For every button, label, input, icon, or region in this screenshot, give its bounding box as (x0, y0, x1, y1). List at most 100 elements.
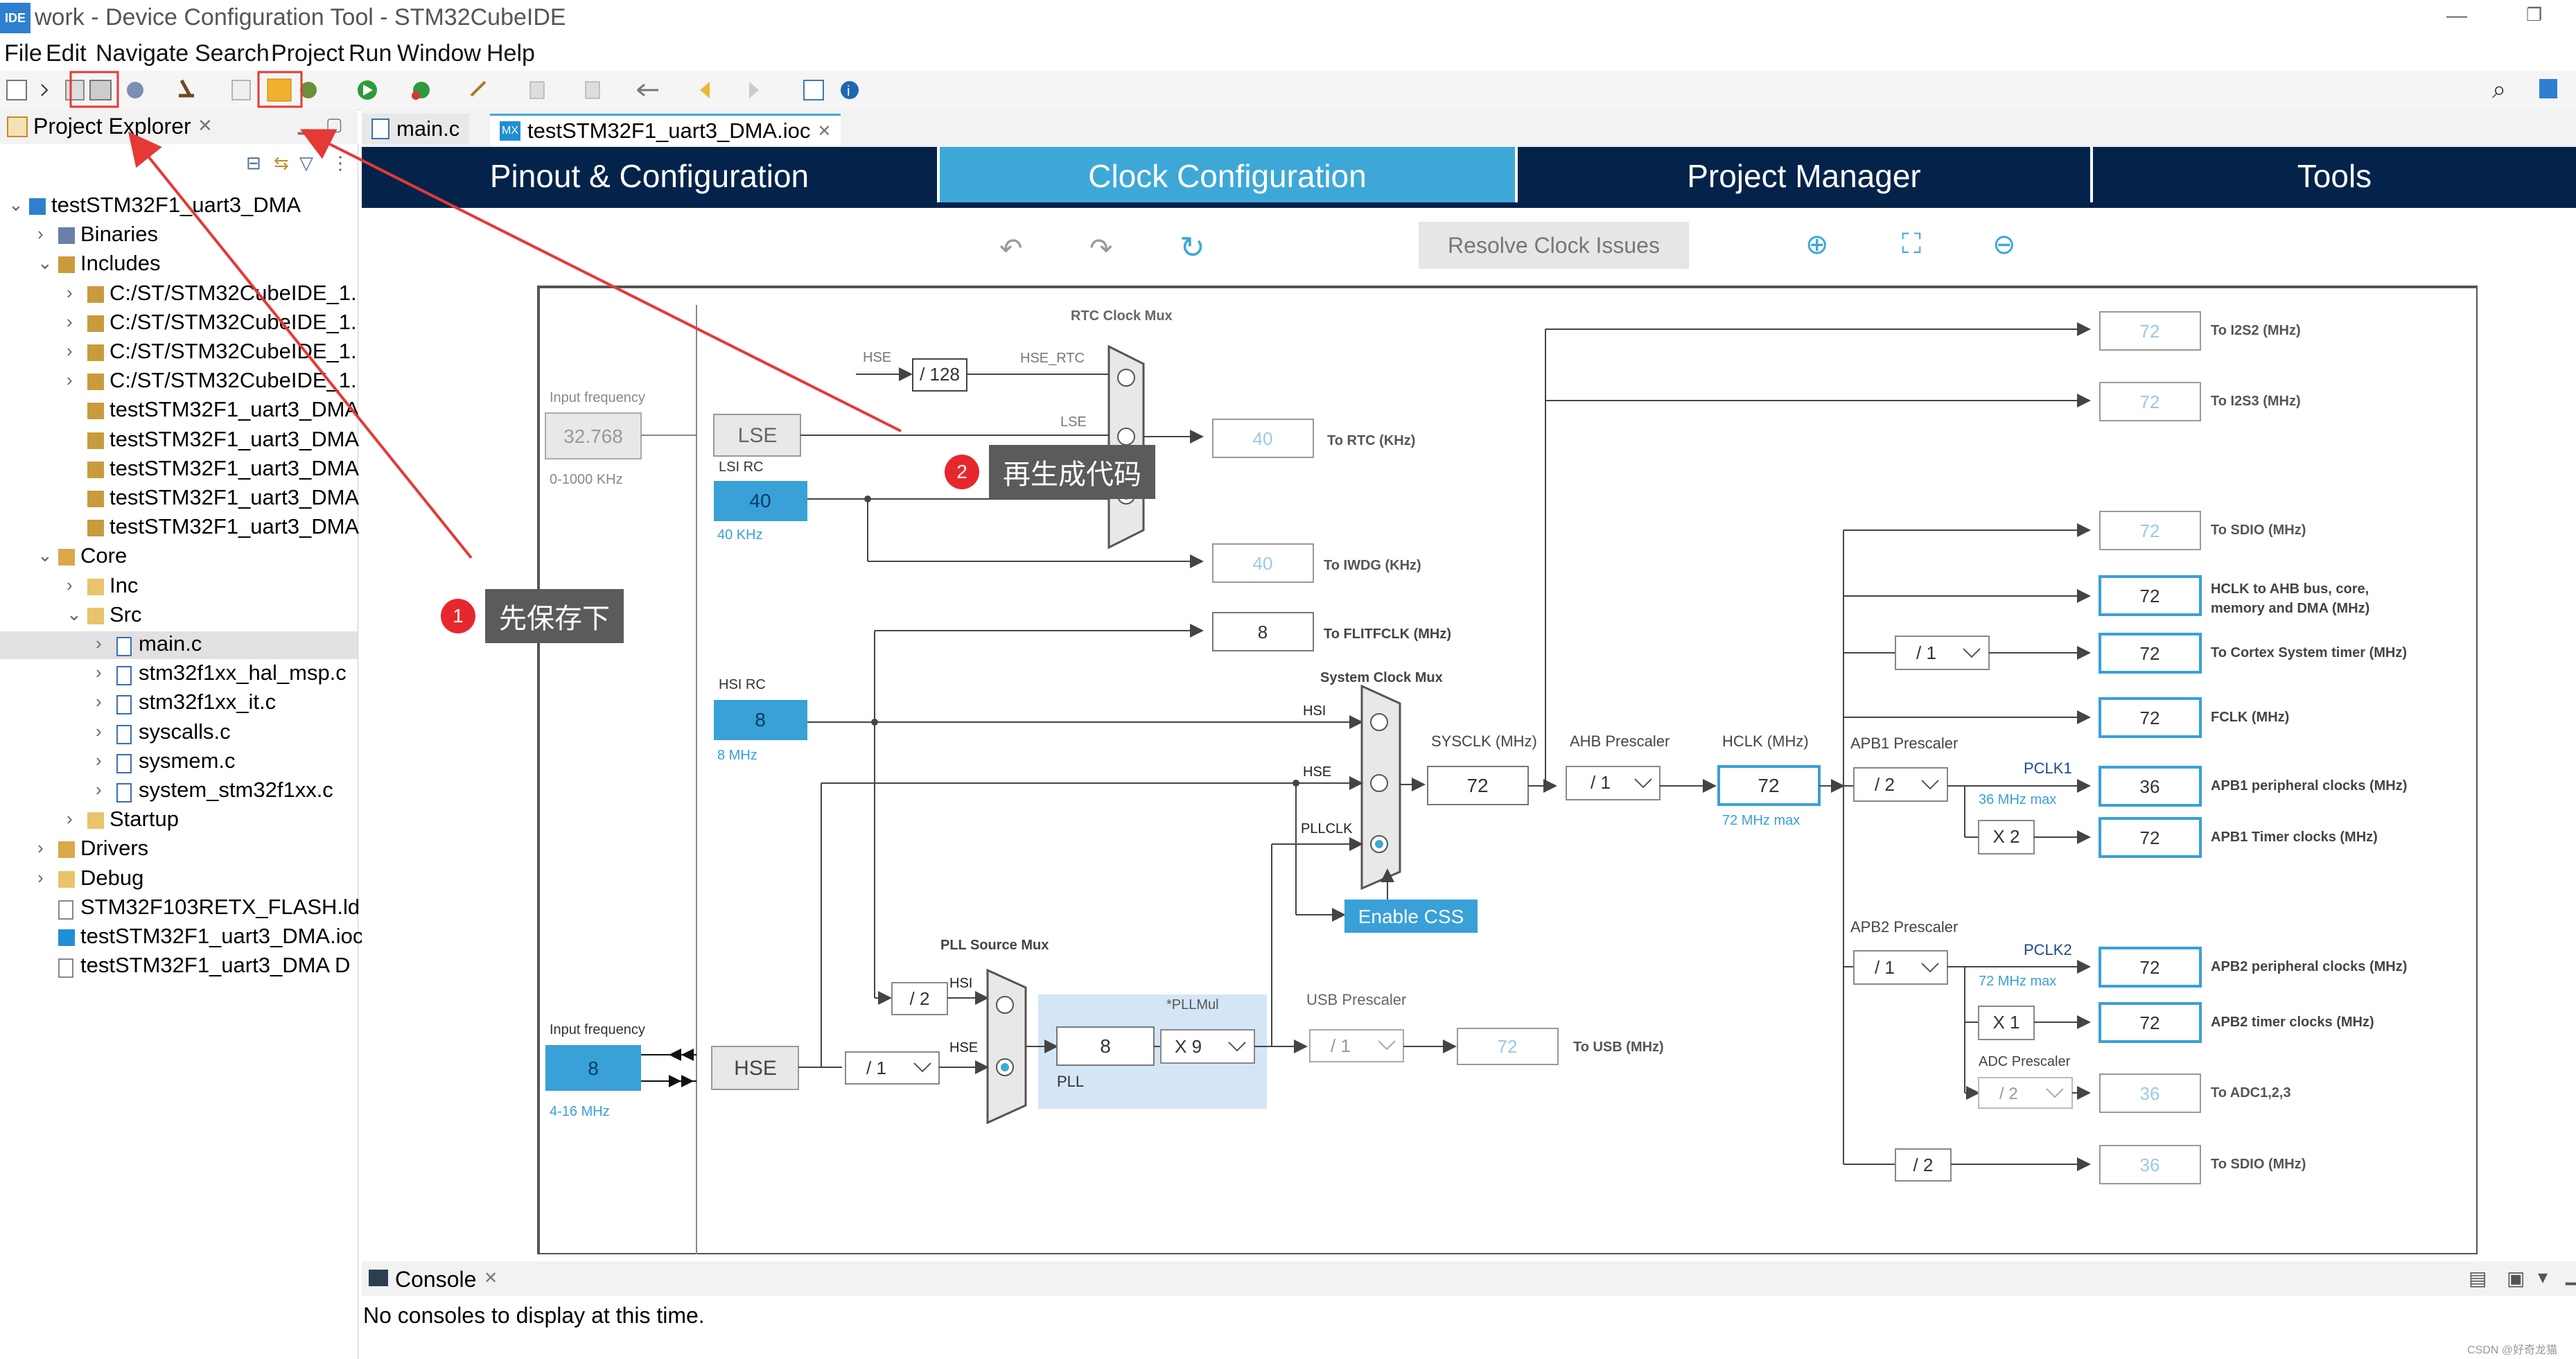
hse-freq-input[interactable] (545, 1045, 641, 1091)
chevron-right-icon[interactable]: › (37, 866, 44, 888)
tree-item[interactable]: ›C:/ST/STM32CubeIDE_1. (0, 368, 358, 396)
chevron-right-icon[interactable]: › (37, 837, 44, 859)
tree-item[interactable]: ›Inc (0, 573, 358, 601)
tree-item[interactable]: ›Binaries (0, 222, 358, 249)
chevron-right-icon[interactable]: › (96, 779, 102, 800)
chevron-down-icon[interactable]: ⌄ (37, 252, 53, 274)
chevron-down-icon[interactable]: ⌄ (67, 603, 82, 624)
chevron-right-icon[interactable]: › (67, 574, 73, 595)
nav-underline (362, 202, 2576, 208)
tree-item[interactable]: ›syscalls.c (0, 719, 358, 747)
menu-file[interactable]: File (4, 40, 42, 67)
menu-project[interactable]: Project (271, 40, 344, 67)
tree-item[interactable]: ›system_stm32f1xx.c (0, 778, 358, 805)
hclk-input[interactable] (1717, 765, 1821, 806)
tab-project-manager[interactable]: Project Manager (1687, 158, 1921, 194)
tree-item[interactable]: ⌄Src (0, 602, 358, 630)
pllmul-select[interactable] (1160, 1029, 1255, 1064)
open-console-icon[interactable]: ▤ (2469, 1268, 2487, 1289)
zoom-in-icon[interactable]: ⊕ (1805, 229, 1829, 260)
apb2-prescaler-select[interactable] (1853, 950, 1948, 985)
apb1-prescaler-select[interactable] (1853, 767, 1948, 802)
close-icon[interactable]: ✕ (484, 1269, 498, 1288)
close-icon[interactable]: ✕ (198, 115, 213, 136)
maximize-view-icon[interactable]: ▢ (326, 114, 343, 134)
resolve-clock-issues-button[interactable]: Resolve Clock Issues (1419, 222, 1689, 269)
tree-item[interactable]: testSTM32F1_uart3_DMA (0, 514, 359, 542)
tree-item[interactable]: ⌄testSTM32F1_uart3_DMA (0, 193, 358, 220)
tree-item[interactable]: ›Startup (0, 807, 358, 834)
chevron-right-icon[interactable]: › (67, 310, 73, 332)
chevron-right-icon[interactable]: › (96, 720, 102, 742)
view-menu-chevron-icon[interactable]: ▾ (2538, 1266, 2548, 1288)
menu-help[interactable]: Help (487, 40, 535, 67)
tree-item[interactable]: ›Drivers (0, 836, 358, 863)
tab-pinout-configuration[interactable]: Pinout & Configuration (489, 158, 809, 194)
tree-item[interactable]: ›Debug (0, 866, 358, 893)
minimize-view-icon[interactable]: ▁ (2566, 1264, 2576, 1285)
cortex-div-select[interactable] (1895, 635, 1990, 670)
menu-navigate[interactable]: Navigate (96, 40, 189, 67)
fit-screen-icon[interactable]: ⛶ (1902, 229, 1921, 259)
chevron-right-icon[interactable]: › (96, 691, 102, 712)
tree-item[interactable]: ›C:/ST/STM32CubeIDE_1. (0, 339, 358, 367)
tree-item[interactable]: ›sysmem.c (0, 748, 358, 776)
chevron-right-icon[interactable]: › (67, 808, 73, 830)
chevron-right-icon[interactable]: › (67, 340, 73, 361)
chevron-right-icon[interactable]: › (96, 662, 102, 683)
menu-run[interactable]: Run (349, 40, 392, 67)
chevron-right-icon[interactable]: › (96, 749, 102, 771)
menu-edit[interactable]: Edit (46, 40, 87, 67)
tree-item[interactable]: ›main.c (0, 631, 358, 659)
tree-item[interactable]: testSTM32F1_uart3_DMA.ioc (0, 924, 363, 952)
chevron-down-icon[interactable]: ⌄ (8, 194, 24, 215)
ahb-prescaler-select[interactable] (1566, 766, 1661, 800)
tree-item[interactable]: testSTM32F1_uart3_DMA (0, 427, 359, 455)
hclk-ahb-output-box (2099, 575, 2202, 616)
tree-item[interactable]: ⌄Core (0, 543, 358, 571)
menu-search[interactable]: Search (195, 40, 270, 67)
search-icon[interactable]: ⌕ (2492, 75, 2507, 103)
close-icon[interactable]: ✕ (817, 121, 832, 141)
usb-prescaler-select[interactable] (1309, 1029, 1404, 1062)
redo-icon[interactable]: ↷ (1089, 234, 1113, 264)
chevron-down-icon[interactable]: ⌄ (37, 545, 53, 566)
chevron-right-icon[interactable]: › (67, 369, 73, 391)
tree-item[interactable]: ›stm32f1xx_it.c (0, 690, 358, 717)
link-editor-icon[interactable]: ⇆ (274, 152, 289, 173)
tree-item[interactable]: testSTM32F1_uart3_DMA (0, 397, 359, 425)
editor-tab-ioc[interactable]: MX testSTM32F1_uart3_DMA.ioc ✕ (490, 114, 841, 146)
display-console-icon[interactable]: ▣ (2507, 1268, 2525, 1289)
tab-clock-configuration[interactable]: Clock Configuration (940, 147, 1515, 205)
tree-item[interactable]: testSTM32F1_uart3_DMA D (0, 953, 358, 981)
tree-item[interactable]: ›C:/ST/STM32CubeIDE_1. (0, 281, 358, 308)
view-menu-icon[interactable]: ⋮ (331, 152, 349, 173)
enable-css-button[interactable] (1344, 900, 1478, 933)
undo-icon[interactable]: ↶ (999, 234, 1023, 264)
zoom-out-icon[interactable]: ⊖ (1992, 229, 2016, 260)
editor-tab-main-c[interactable]: main.c (362, 114, 470, 144)
tab-project-explorer[interactable]: Project Explorer (33, 114, 191, 139)
tree-item[interactable]: ›C:/ST/STM32CubeIDE_1. (0, 310, 358, 337)
menu-window[interactable]: Window (397, 40, 481, 67)
minimize-view-icon[interactable]: ▁ (298, 114, 312, 134)
filter-icon[interactable]: ▽ (299, 152, 313, 173)
tree-item[interactable]: ›stm32f1xx_hal_msp.c (0, 660, 358, 688)
restore-icon[interactable]: ❐ (2526, 4, 2543, 25)
ide-project-icon (29, 198, 46, 215)
refresh-icon[interactable]: ↻ (1180, 231, 1205, 265)
iwdg-output-label: To IWDG (KHz) (1324, 558, 1421, 573)
tab-console[interactable]: Console (395, 1267, 477, 1292)
tree-item[interactable]: STM32F103RETX_FLASH.ld (0, 895, 360, 922)
tree-item[interactable]: ⌄Includes (0, 251, 358, 279)
tree-item[interactable]: testSTM32F1_uart3_DMA (0, 485, 359, 513)
minimize-icon[interactable]: — (2446, 4, 2467, 27)
collapse-all-icon[interactable]: ⊟ (246, 152, 261, 173)
tree-item[interactable]: testSTM32F1_uart3_DMA (0, 456, 359, 484)
tab-tools[interactable]: Tools (2297, 158, 2372, 194)
hse-rtc-src-label: HSE (863, 350, 891, 365)
chevron-right-icon[interactable]: › (67, 281, 73, 303)
chevron-right-icon[interactable]: › (37, 223, 44, 245)
perspective-ide-icon[interactable] (2539, 79, 2557, 98)
chevron-right-icon[interactable]: › (96, 633, 102, 654)
